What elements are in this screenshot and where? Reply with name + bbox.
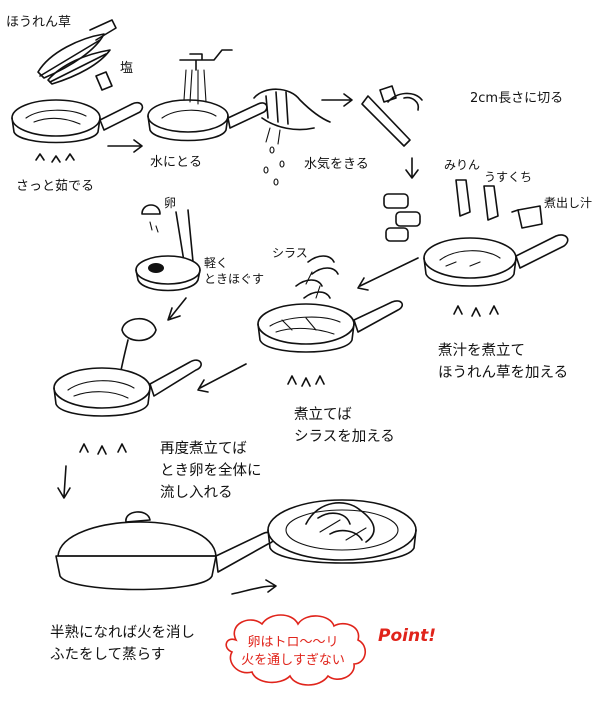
tip-cloud-icon <box>225 614 366 686</box>
label-into-water: 水にとる <box>150 155 203 170</box>
spinach-icon <box>37 19 117 85</box>
label-egg: 卵 <box>164 196 177 210</box>
pan-shirasu-icon <box>257 300 404 353</box>
lidded-pan-icon <box>55 511 276 591</box>
pan-water-icon <box>147 99 268 142</box>
label-cut: 2cm長さに切る <box>470 91 564 106</box>
label-salt: 塩 <box>120 61 134 76</box>
heat-marks-icon <box>453 305 499 317</box>
plated-dish-icon <box>267 499 417 564</box>
faucet-icon <box>179 49 233 105</box>
label-step-final-1: 半熟になれば火を消し <box>50 625 195 641</box>
usukuchi-bottle-icon <box>483 185 499 221</box>
pan-simmer-icon <box>423 234 569 287</box>
label-spinach: ほうれん草 <box>6 15 72 30</box>
label-boil-quick: さっと茹でる <box>16 179 95 194</box>
label-squeeze: 水気をきる <box>304 157 369 172</box>
point-badge: Point! <box>378 626 436 646</box>
tip-line-2: 火を通しすぎない <box>241 653 345 668</box>
cracked-egg-icon <box>141 204 161 233</box>
water-drops-icon <box>263 146 285 186</box>
label-step-egg-1: 再度煮立てば <box>160 441 247 457</box>
heat-marks-icon <box>287 375 325 387</box>
knife-cut-icon <box>361 85 423 147</box>
label-dashi: 煮出し汁 <box>544 196 593 210</box>
label-beat-1: 軽く <box>204 256 229 270</box>
label-usukuchi: うすくち <box>484 170 533 184</box>
label-step-boil-1: 煮汁を煮立て <box>438 343 525 359</box>
label-step-shirasu-2: シラスを加える <box>294 429 395 445</box>
arrow-icon <box>321 93 353 107</box>
pan-egg-icon <box>53 359 202 417</box>
arrow-icon <box>107 139 143 153</box>
label-step-egg-3: 流し入れる <box>160 485 233 501</box>
arrow-icon <box>167 297 187 321</box>
label-shirasu: シラス <box>272 246 308 260</box>
mirin-bottle-icon <box>455 179 471 217</box>
label-step-final-2: ふたをして蒸らす <box>50 647 166 663</box>
arrow-down-icon <box>57 465 71 499</box>
label-step-shirasu-1: 煮立てば <box>294 407 352 423</box>
arrow-icon <box>231 579 277 595</box>
arrow-icon <box>197 363 247 393</box>
egg-bowl-icon <box>135 255 201 292</box>
label-beat-2: ときほぐす <box>204 272 265 286</box>
arrow-down-icon <box>405 157 419 179</box>
heat-marks-icon <box>79 443 127 455</box>
shirasu-icon <box>295 255 339 299</box>
pan-boil-icon <box>11 99 144 144</box>
cut-spinach-icon <box>383 193 421 242</box>
label-step-boil-2: ほうれん草を加える <box>438 365 569 381</box>
hand-squeeze-icon <box>253 88 331 145</box>
salt-shaker-icon <box>95 71 113 91</box>
tip-line-1: 卵はトロ～～リ <box>247 635 339 650</box>
label-step-egg-2: とき卵を全体に <box>160 463 262 479</box>
dashi-cup-icon <box>511 205 543 229</box>
heat-marks-icon <box>35 153 75 163</box>
arrow-icon <box>357 257 419 291</box>
label-mirin: みりん <box>444 158 481 172</box>
